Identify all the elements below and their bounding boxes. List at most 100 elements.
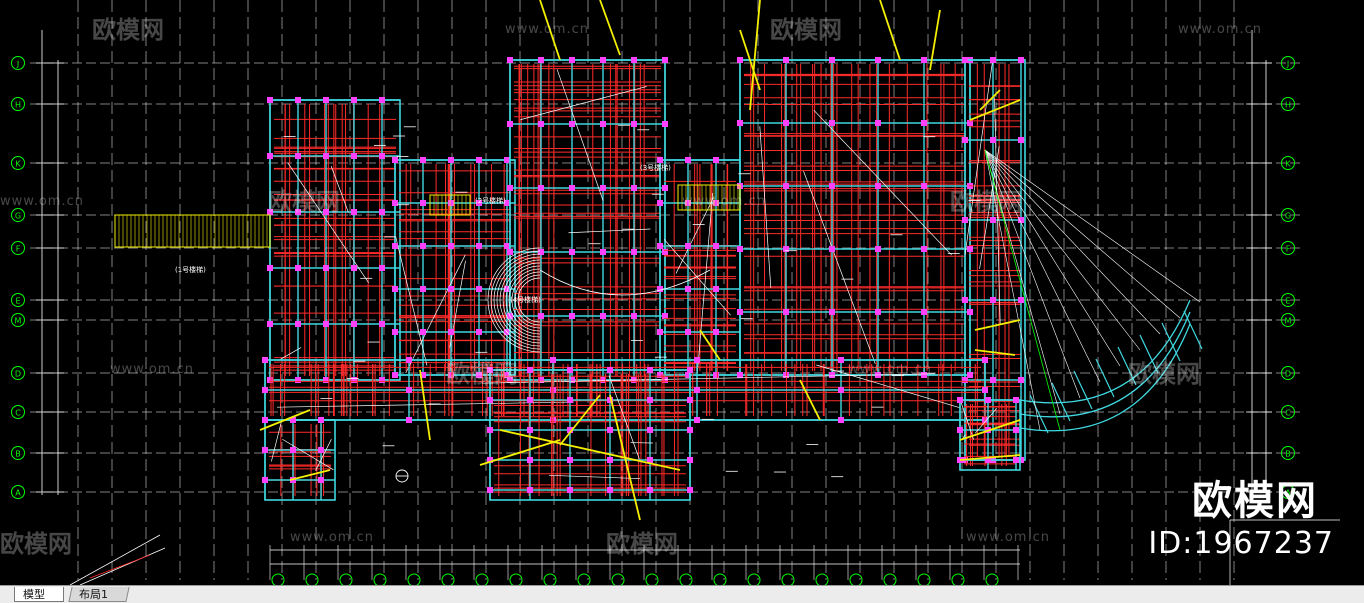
column-node: [921, 246, 927, 252]
column-node: [631, 121, 637, 127]
column-node: [504, 372, 510, 378]
column-node: [476, 372, 482, 378]
beam-outline: [264, 419, 336, 501]
column-node: [783, 183, 789, 189]
column-node: [657, 243, 663, 249]
column-node: [1018, 137, 1024, 143]
column-node: [687, 427, 693, 433]
column-node: [921, 120, 927, 126]
grid-axis-bubble: [373, 573, 387, 585]
diagonal-line: [960, 401, 974, 440]
column-node: [990, 297, 996, 303]
grid-axis-label: F: [16, 245, 21, 254]
grid-axis-bubble: [849, 573, 863, 585]
diagonal-line: [270, 420, 283, 462]
column-node: [550, 357, 556, 363]
diagonal-line: [813, 109, 952, 256]
column-node: [694, 417, 700, 423]
grid-axis-bubble: [1281, 366, 1295, 380]
tab-model[interactable]: 模型: [14, 587, 64, 602]
annotation-line-yellow: [499, 429, 681, 471]
column-node: [967, 372, 973, 378]
curved-wing-rib: [1117, 346, 1137, 386]
spiral-stair-arc: [511, 271, 541, 329]
beam-outline: [394, 159, 516, 376]
diagonal-line: [282, 438, 334, 471]
spiral-stair-arc: [493, 253, 541, 347]
column-node: [379, 377, 385, 383]
column-node: [267, 321, 273, 327]
tab-layout-1[interactable]: 布局1: [68, 587, 130, 602]
grid-axis-bubble: [11, 446, 25, 460]
column-node: [657, 157, 663, 163]
column-node: [318, 417, 324, 423]
column-node: [967, 309, 973, 315]
column-node: [631, 57, 637, 63]
fan-line: [984, 149, 1061, 415]
stair-1-label: (1号楼梯): [175, 265, 206, 274]
column-node: [875, 183, 881, 189]
diagonal-line: [974, 408, 997, 434]
grid-axis-label: M: [1285, 317, 1292, 326]
column-node: [687, 487, 693, 493]
column-node: [323, 153, 329, 159]
column-node: [392, 200, 398, 206]
column-node: [687, 397, 693, 403]
annotation-line-yellow: [974, 349, 1016, 356]
annotation-line-yellow: [969, 99, 1021, 121]
spiral-stair-arc: [502, 262, 541, 338]
column-node: [1018, 377, 1024, 383]
column-node: [351, 153, 357, 159]
column-node: [351, 97, 357, 103]
grid-axis-bubble: [1281, 293, 1295, 307]
column-node: [990, 57, 996, 63]
grid-axis-bubble: [985, 573, 999, 585]
column-node: [962, 297, 968, 303]
column-node: [1013, 427, 1019, 433]
annotation-line-yellow: [879, 0, 901, 61]
fan-line: [984, 149, 1181, 319]
column-node: [476, 157, 482, 163]
column-node: [323, 321, 329, 327]
column-node: [600, 249, 606, 255]
column-node: [657, 372, 663, 378]
detail-line: [79, 547, 166, 585]
stair-3-label: (3号楼梯): [640, 163, 671, 172]
annotation-line-yellow: [799, 379, 821, 421]
annotation-line-yellow: [599, 0, 621, 56]
column-node: [875, 246, 881, 252]
column-node: [379, 97, 385, 103]
column-node: [662, 249, 668, 255]
grid-axis-label: J: [16, 60, 19, 69]
curved-wing-rib: [1161, 322, 1181, 362]
annotation-line-yellow: [739, 29, 761, 91]
column-node: [267, 153, 273, 159]
grid-axis-label: K: [15, 160, 21, 169]
column-node: [569, 121, 575, 127]
diagonal-line: [556, 69, 604, 201]
curved-wing-rib: [1183, 310, 1203, 350]
column-node: [262, 357, 268, 363]
column-node: [379, 153, 385, 159]
diagonal-line: [315, 439, 332, 471]
grid-axis-bubble: [441, 573, 455, 585]
column-node: [600, 185, 606, 191]
grid-axis-bubble: [1281, 56, 1295, 70]
grid-axis-bubble: [11, 241, 25, 255]
column-node: [685, 286, 691, 292]
column-node: [694, 357, 700, 363]
column-node: [647, 457, 653, 463]
column-node: [607, 367, 613, 373]
curved-wing-beam: [1019, 311, 1191, 418]
column-node: [448, 243, 454, 249]
column-node: [267, 377, 273, 383]
column-node: [685, 157, 691, 163]
column-node: [783, 57, 789, 63]
annotation-line-yellow: [959, 454, 1021, 461]
grid-axis-bubble: [11, 313, 25, 327]
grid-axis-label: B: [15, 450, 21, 459]
curved-wing-rib: [1029, 394, 1049, 434]
column-node: [379, 209, 385, 215]
